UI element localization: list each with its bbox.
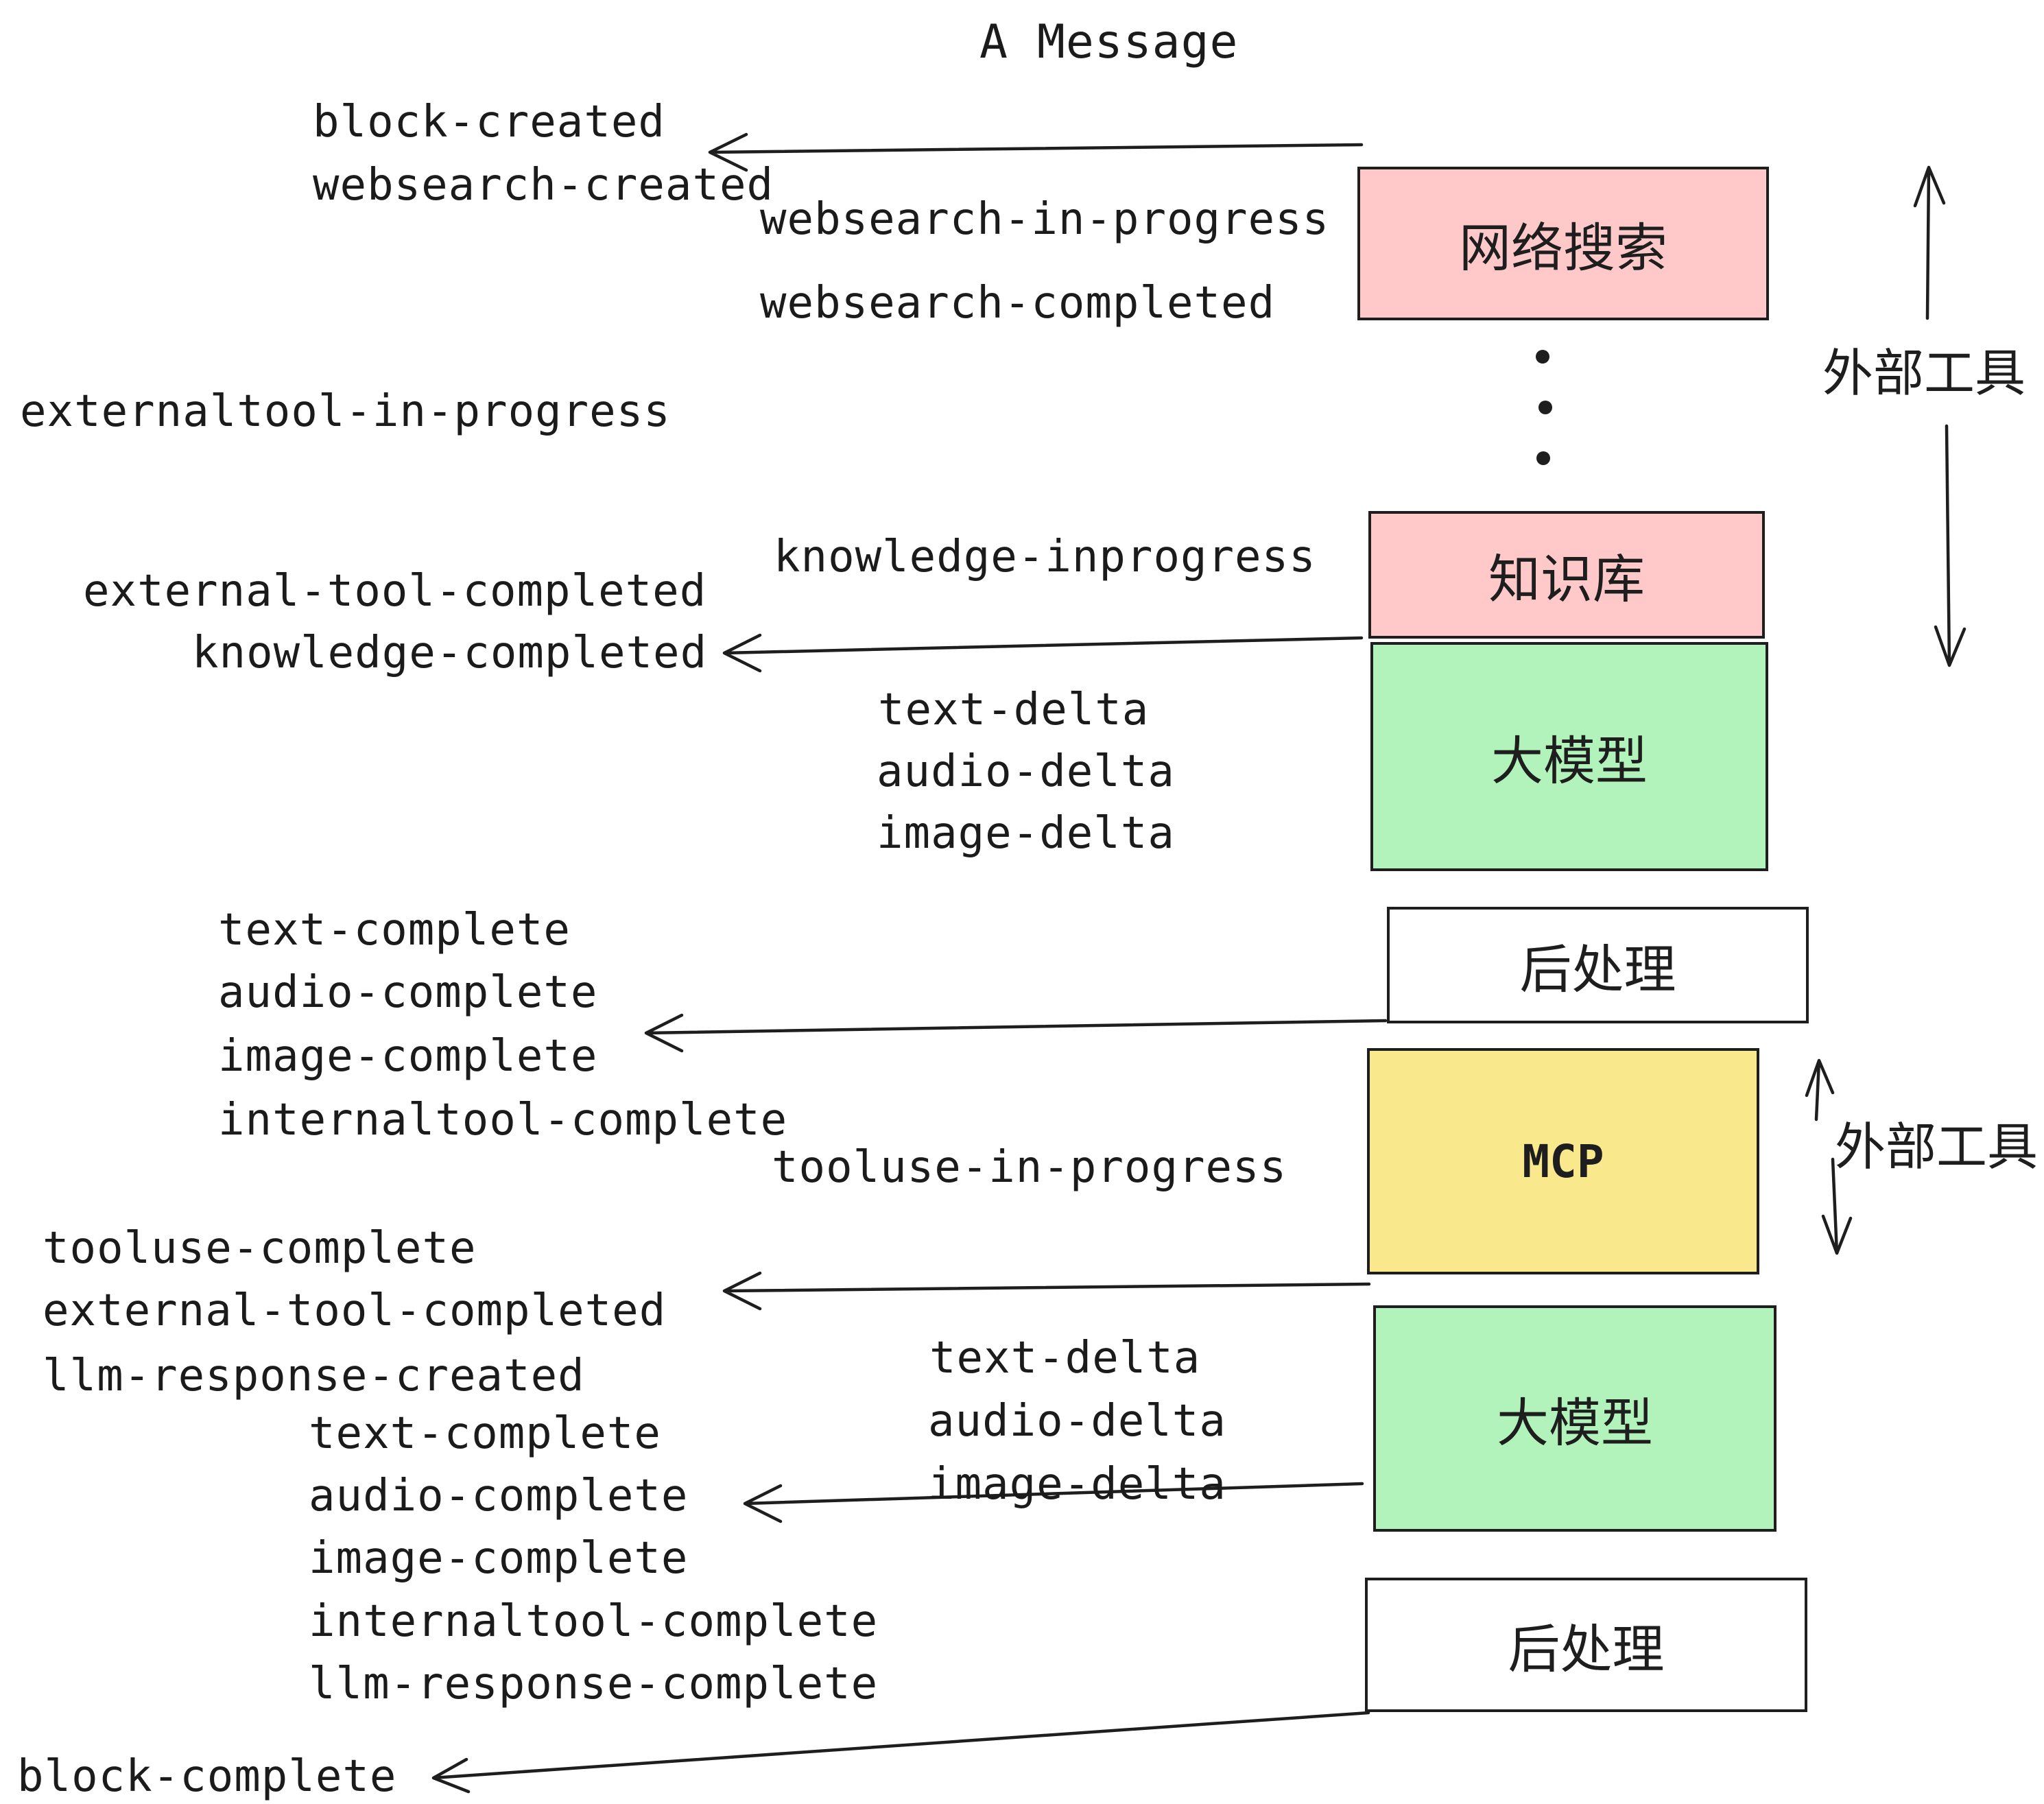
event-label-image-delta: image-delta — [877, 808, 1175, 859]
event-label-internaltool-complete-2: internaltool-complete — [309, 1596, 879, 1647]
mcp-external-tools-up-arrow — [1805, 1058, 1835, 1121]
external-tools-label: 外部工具 — [1822, 344, 2025, 402]
external-tools-down-arrow — [1934, 424, 1966, 667]
event-label-knowledge-completed: knowledge-completed — [192, 628, 708, 678]
node-knowledge-base: 知识库 — [1368, 511, 1765, 639]
event-label-knowledge-inprogress: knowledge-inprogress — [774, 532, 1316, 582]
event-label-text-delta: text-delta — [878, 685, 1150, 735]
event-label-audio-complete: audio-complete — [218, 967, 598, 1018]
node-label: 后处理 — [1508, 1621, 1665, 1679]
ellipsis-dots — [1536, 350, 1552, 465]
event-label-llm-response-complete: llm-response-complete — [309, 1659, 879, 1709]
event-label-external-tool-completed-2: external-tool-completed — [43, 1285, 667, 1336]
external-tools-label-2: 外部工具 — [1835, 1118, 2038, 1176]
node-web-search: 网络搜索 — [1357, 167, 1769, 320]
node-post-process: 后处理 — [1387, 907, 1809, 1023]
diagram-title: A Message — [979, 15, 1239, 69]
external-tools-up-arrow — [1913, 165, 1946, 320]
event-label-block-complete: block-complete — [17, 1751, 397, 1802]
event-label-text-complete-2: text-complete — [309, 1408, 661, 1459]
event-label-tooluse-complete: tooluse-complete — [43, 1223, 477, 1274]
arrow-image-complete — [644, 1013, 1388, 1053]
event-label-externaltool-in-progress: externaltool-in-progress — [20, 386, 671, 437]
event-label-block-created: block-created — [313, 97, 665, 147]
node-mcp: MCP — [1367, 1048, 1759, 1274]
arrow-tooluse-complete — [722, 1271, 1371, 1311]
event-label-llm-response-created: llm-response-created — [43, 1351, 585, 1401]
node-llm: 大模型 — [1370, 642, 1768, 871]
event-label-internaltool-complete: internaltool-complete — [218, 1095, 788, 1146]
event-label-image-complete: image-complete — [218, 1031, 598, 1082]
arrow-knowledge-completed — [722, 633, 1364, 673]
event-label-external-tool-completed: external-tool-completed — [83, 566, 707, 617]
event-label-text-delta-2: text-delta — [929, 1333, 1201, 1384]
arrow-block-complete — [431, 1711, 1370, 1794]
event-label-tooluse-in-progress: tooluse-in-progress — [772, 1142, 1287, 1193]
event-label-websearch-in-progress: websearch-in-progress — [760, 194, 1330, 245]
node-label: 知识库 — [1488, 551, 1645, 609]
node-llm-2: 大模型 — [1373, 1305, 1776, 1532]
node-label: 大模型 — [1497, 1394, 1653, 1453]
event-label-audio-delta-2: audio-delta — [928, 1396, 1226, 1447]
node-post-process-2: 后处理 — [1365, 1578, 1807, 1712]
event-label-text-complete: text-complete — [218, 905, 571, 956]
arrow-block-created — [708, 132, 1364, 172]
event-label-websearch-completed: websearch-completed — [760, 278, 1276, 329]
node-label: 后处理 — [1519, 941, 1676, 999]
node-label: 网络搜索 — [1459, 219, 1667, 278]
node-label: MCP — [1522, 1135, 1604, 1188]
node-label: 大模型 — [1491, 733, 1648, 791]
event-label-image-delta-2: image-delta — [928, 1459, 1226, 1510]
event-label-websearch-created: websearch-created — [313, 160, 774, 211]
event-label-audio-complete-2: audio-complete — [309, 1471, 689, 1521]
event-label-audio-delta: audio-delta — [877, 746, 1175, 797]
event-label-image-complete-2: image-complete — [309, 1533, 689, 1584]
